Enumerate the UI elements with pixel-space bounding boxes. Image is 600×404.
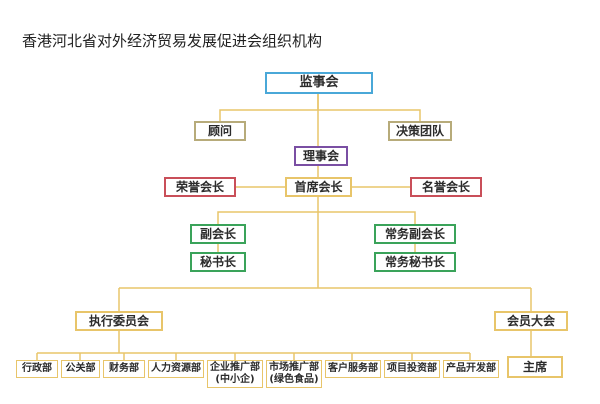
- dept-finance-box: 财务部: [103, 360, 145, 378]
- dept-label: 市场推广部: [269, 362, 319, 373]
- dept-label: 人力资源部: [151, 363, 201, 374]
- executive-secretary-general-box: 常务秘书长: [374, 252, 456, 272]
- dept-label: 客户服务部: [328, 363, 378, 374]
- general-assembly-box: 会员大会: [494, 311, 568, 331]
- dept-market-promotion-box: 市场推广部 (绿色食品): [266, 360, 322, 388]
- secretary-general-box: 秘书长: [190, 252, 246, 272]
- decision-team-box: 决策团队: [388, 121, 452, 141]
- supervisory-board-box: 监事会: [265, 72, 373, 94]
- dept-label: 行政部: [22, 363, 52, 374]
- executive-vice-president-box: 常务副会长: [374, 224, 456, 244]
- advisor-box: 顾问: [194, 121, 246, 141]
- famous-president-box: 名誉会长: [410, 177, 482, 197]
- dept-label: 财务部: [109, 363, 139, 374]
- dept-label: 公关部: [65, 363, 96, 374]
- chair-box: 主席: [507, 356, 563, 378]
- dept-customer-service-box: 客户服务部: [325, 360, 381, 378]
- executive-committee-box: 执行委员会: [75, 311, 163, 331]
- vice-president-box: 副会长: [190, 224, 246, 244]
- page-title: 香港河北省对外经济贸易发展促进会组织机构: [22, 32, 323, 50]
- dept-sublabel: (中小企): [215, 374, 255, 385]
- dept-project-investment-box: 项目投资部: [384, 360, 440, 378]
- dept-administration-box: 行政部: [16, 360, 58, 378]
- dept-enterprise-promotion-box: 企业推广部 (中小企): [207, 360, 263, 388]
- dept-human-resources-box: 人力资源部: [148, 360, 204, 378]
- dept-product-development-box: 产品开发部: [443, 360, 499, 378]
- dept-public-relations-box: 公关部: [61, 360, 100, 378]
- dept-label: 企业推广部: [210, 362, 260, 373]
- chairman-box: 首席会长: [285, 177, 352, 197]
- council-box: 理事会: [294, 146, 348, 166]
- dept-sublabel: (绿色食品): [269, 374, 319, 385]
- honorary-president-box: 荣誉会长: [164, 177, 236, 197]
- dept-label: 项目投资部: [387, 363, 437, 374]
- dept-label: 产品开发部: [446, 363, 496, 374]
